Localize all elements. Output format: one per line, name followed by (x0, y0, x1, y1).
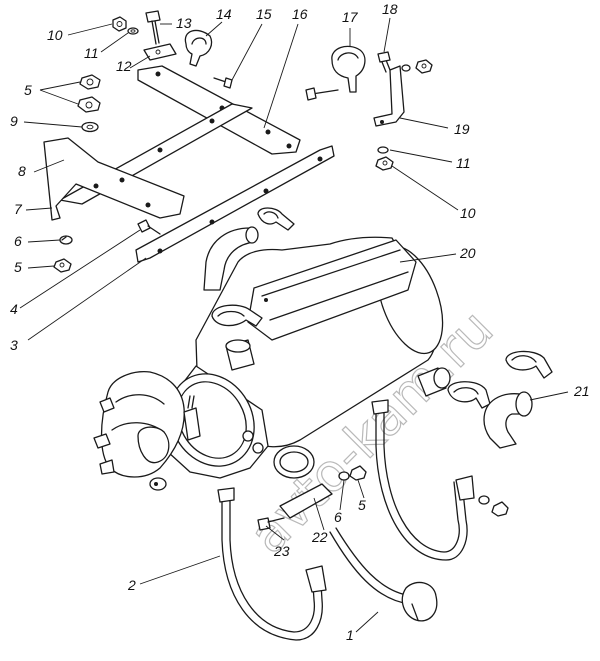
callout-7: 7 (14, 201, 23, 217)
callout-3: 3 (10, 337, 18, 353)
callout-23: 23 (273, 543, 290, 559)
mounting-straps (217, 399, 509, 641)
callout-22: 22 (311, 529, 328, 545)
callout-5-bottom: 5 (358, 497, 366, 513)
callout-16: 16 (292, 6, 308, 22)
callout-14: 14 (216, 6, 232, 22)
callout-12: 12 (116, 58, 132, 74)
callout-5-lower: 5 (14, 259, 22, 275)
muffler-body (195, 236, 451, 479)
callout-10-right: 10 (460, 205, 476, 221)
callout-5: 5 (24, 82, 32, 98)
callout-4: 4 (10, 301, 18, 317)
outlet-pipe-and-clamps (447, 350, 553, 449)
callout-11: 11 (84, 45, 99, 61)
callout-15: 15 (256, 6, 272, 22)
fastener-set-top-left (77, 10, 233, 133)
callout-11-right: 11 (456, 155, 471, 171)
callout-6-lower: 6 (334, 509, 342, 525)
callout-17: 17 (342, 9, 359, 25)
callout-8: 8 (18, 163, 26, 179)
callout-18: 18 (382, 1, 398, 17)
callout-20: 20 (459, 245, 476, 261)
callout-1: 1 (346, 627, 354, 643)
callout-labels: 10 11 13 14 15 16 12 5 9 8 7 6 5 4 3 17 … (10, 1, 590, 643)
callout-19: 19 (454, 121, 470, 137)
intake-elbow-pipe (203, 207, 295, 291)
callout-2: 2 (127, 577, 136, 593)
callout-13: 13 (176, 15, 192, 31)
callout-9: 9 (10, 113, 18, 129)
heater-unit (93, 365, 269, 491)
callout-10: 10 (47, 27, 63, 43)
callout-21: 21 (573, 383, 590, 399)
callout-6: 6 (14, 233, 22, 249)
fastener-set-top-right (305, 45, 433, 171)
mounting-bracket-frame (43, 65, 335, 263)
leader-lines (19, 17, 569, 633)
